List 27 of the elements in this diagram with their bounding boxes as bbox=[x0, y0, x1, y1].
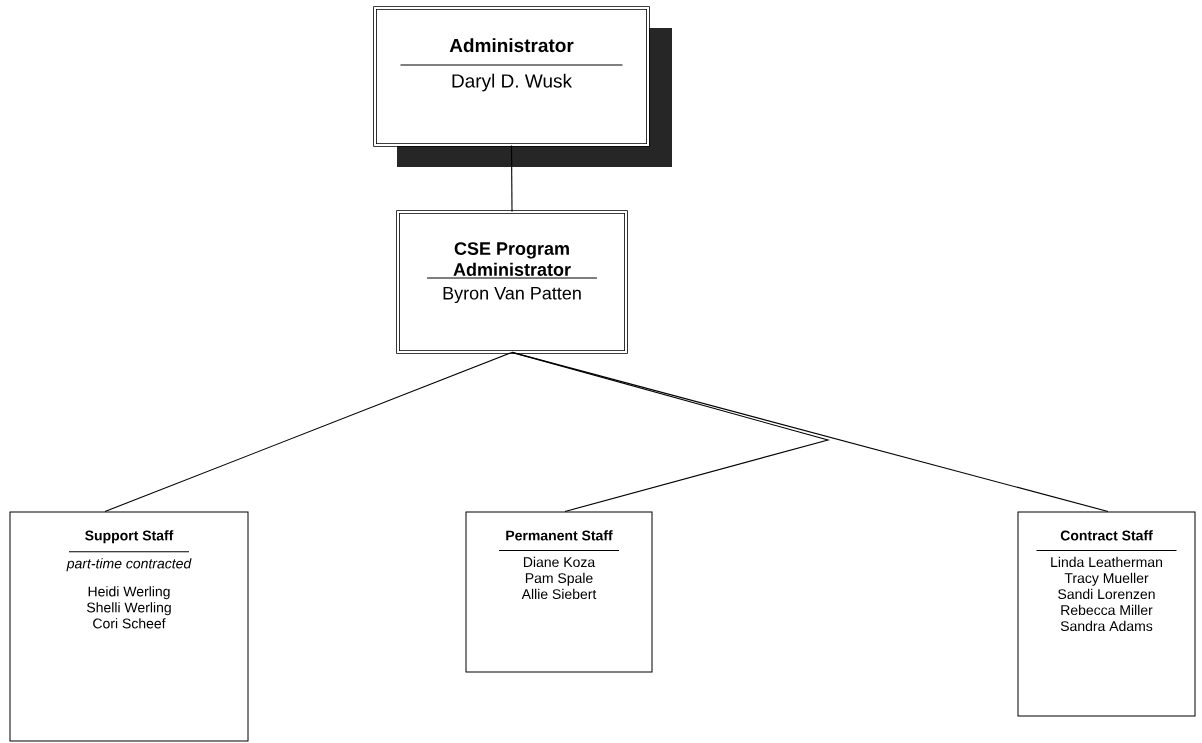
connector-line bbox=[511, 351, 1109, 513]
staff-box bbox=[1017, 511, 1196, 717]
node-label: Sandra Adams bbox=[1060, 620, 1153, 632]
node-label: Pam Spale bbox=[525, 572, 593, 586]
connector-line bbox=[104, 351, 513, 513]
program-administrator-box bbox=[396, 210, 628, 354]
connector-line bbox=[510, 144, 513, 213]
administrator-box bbox=[373, 6, 650, 147]
node-label: Linda Leatherman bbox=[1051, 556, 1162, 568]
node-label: Byron Van Patten bbox=[443, 287, 581, 304]
node-label: Shelli Werling bbox=[86, 602, 171, 616]
node-label: Tracy Mueller bbox=[1064, 572, 1149, 586]
node-label: part-time contracted bbox=[66, 558, 192, 572]
node-label: Heidi Werling bbox=[88, 586, 170, 600]
node-label: Diane Koza bbox=[523, 556, 596, 568]
staff-box bbox=[465, 511, 653, 673]
node-label: Contract Staff bbox=[1060, 530, 1153, 541]
node-label: Permanent Staff bbox=[506, 530, 613, 541]
node-label: Allie Siebert bbox=[521, 588, 597, 600]
node-label: Administrator bbox=[449, 38, 574, 53]
node-label: Cori Scheef bbox=[93, 618, 166, 629]
staff-box bbox=[9, 511, 249, 742]
node-label: Sandi Lorenzen bbox=[1058, 588, 1155, 600]
node-label: Support Staff bbox=[85, 530, 174, 544]
node-label: CSE Program Administrator bbox=[453, 242, 571, 276]
node-label: Daryl D. Wusk bbox=[452, 73, 573, 92]
node-label: Rebecca Miller bbox=[1061, 604, 1153, 616]
